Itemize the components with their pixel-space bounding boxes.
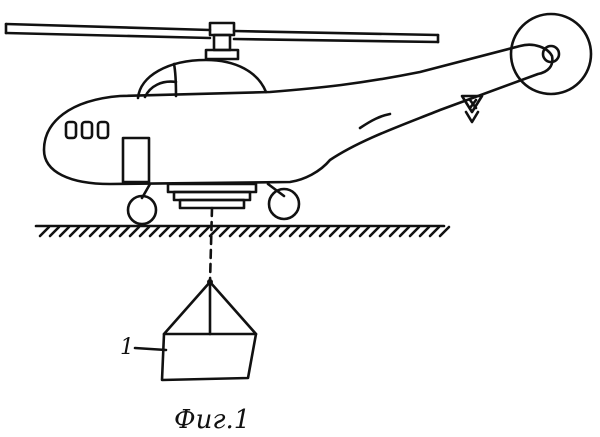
hatch-mark: [128, 225, 141, 238]
tail-bracket: [460, 94, 484, 124]
hatch-mark: [248, 225, 261, 238]
hatch-mark: [308, 225, 321, 238]
hatch-mark: [208, 225, 221, 238]
hatch-mark: [318, 225, 331, 238]
hatch-mark: [148, 225, 161, 238]
hatch-mark: [238, 225, 251, 238]
hatch-mark: [158, 225, 171, 238]
hatch-mark: [328, 225, 341, 238]
hatch-mark: [408, 225, 421, 238]
load-container: [160, 279, 258, 382]
hatch-mark: [388, 225, 401, 238]
hatch-mark: [418, 225, 431, 238]
hatch-mark: [378, 225, 391, 238]
hatch-mark: [218, 225, 231, 238]
hatch-mark: [228, 225, 241, 238]
fuselage-door: [121, 136, 151, 184]
fuselage-windows: [64, 120, 110, 140]
reference-number: 1: [120, 335, 134, 360]
hatch-mark: [198, 225, 211, 238]
ground-surface: [34, 224, 451, 238]
figure-caption: Фиг.1: [174, 405, 250, 435]
hatch-mark: [438, 225, 451, 238]
hatch-mark: [138, 225, 151, 238]
hatch-mark: [118, 225, 131, 238]
hatch-mark: [168, 225, 181, 238]
hatch-mark: [78, 225, 91, 238]
hatch-mark: [428, 225, 441, 238]
hatch-mark: [338, 225, 351, 238]
belly-hook-device: [166, 182, 258, 210]
hatch-mark: [268, 225, 281, 238]
hatch-mark: [398, 225, 411, 238]
ground-hatching: [38, 225, 451, 238]
sling-line: [208, 206, 214, 284]
landing-wheels: [126, 182, 301, 226]
hatch-mark: [358, 225, 371, 238]
hatch-mark: [68, 225, 81, 238]
hatch-mark: [348, 225, 361, 238]
hatch-mark: [178, 225, 191, 238]
main-rotor-blade: [4, 22, 440, 44]
hatch-mark: [188, 225, 201, 238]
hatch-mark: [108, 225, 121, 238]
hatch-mark: [368, 225, 381, 238]
front-wheel: [126, 194, 158, 226]
hatch-mark: [288, 225, 301, 238]
hatch-mark: [258, 225, 271, 238]
load-reference-label: 1: [120, 335, 168, 360]
tail-rotor: [509, 12, 593, 96]
rotor-hub: [204, 21, 240, 61]
hatch-mark: [38, 225, 51, 238]
hatch-mark: [88, 225, 101, 238]
rear-wheel: [267, 187, 301, 221]
hatch-mark: [48, 225, 61, 238]
hatch-mark: [278, 225, 291, 238]
hatch-mark: [58, 225, 71, 238]
fuselage: [42, 43, 554, 186]
hatch-mark: [98, 225, 111, 238]
hatch-mark: [298, 225, 311, 238]
